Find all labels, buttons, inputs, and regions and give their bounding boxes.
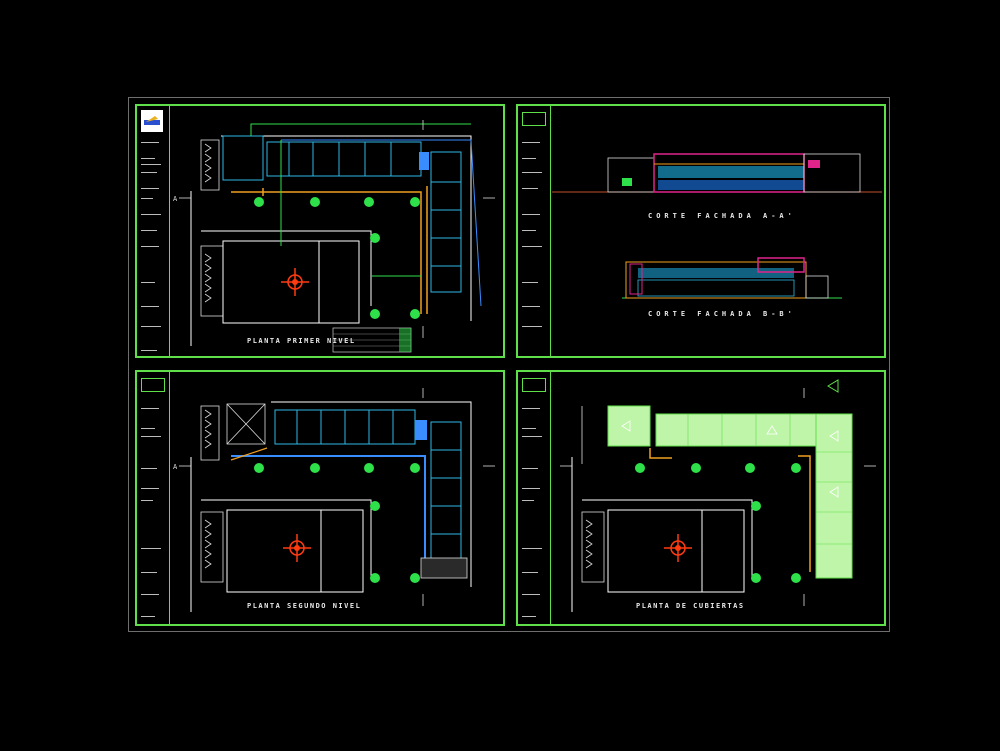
section-marker-icon <box>179 120 495 338</box>
logo-icon <box>522 378 546 392</box>
title-block <box>137 106 170 356</box>
title-block <box>137 372 170 624</box>
roof-plan-drawing <box>560 379 876 612</box>
panel-second-floor[interactable]: A PLANTA SEGUNDO NIVEL <box>135 370 505 626</box>
title-block <box>518 372 551 624</box>
title-block <box>518 106 551 356</box>
marker-a: A <box>173 195 178 203</box>
panel-sections[interactable]: CORTE FACHADA A-A' CORTE FACHADA B-B' <box>516 104 886 358</box>
floor-plan-drawing: A <box>173 120 495 353</box>
section-caption-b: CORTE FACHADA B-B' <box>648 310 796 318</box>
marker-a: A <box>173 463 178 471</box>
plan-caption: PLANTA PRIMER NIVEL <box>247 337 356 345</box>
tree-icon <box>254 463 420 583</box>
tree-icon <box>635 463 801 583</box>
panel-first-floor[interactable]: A PLANTA PRIMER NIVEL <box>135 104 505 358</box>
section-caption-a: CORTE FACHADA A-A' <box>648 212 796 220</box>
section-marker-icon <box>179 388 495 606</box>
sheet-frame <box>128 97 890 632</box>
north-arrow-icon <box>827 379 839 393</box>
logo-icon <box>141 378 165 392</box>
plan-caption: PLANTA DE CUBIERTAS <box>636 602 745 610</box>
floor-plan-drawing: A <box>173 388 495 612</box>
plan-caption: PLANTA SEGUNDO NIVEL <box>247 602 362 610</box>
logo-icon <box>141 110 163 132</box>
section-marker-icon <box>560 388 876 606</box>
tree-icon <box>254 197 420 319</box>
panel-roof[interactable]: PLANTA DE CUBIERTAS <box>516 370 886 626</box>
logo-icon <box>522 112 546 126</box>
section-drawings <box>552 153 882 299</box>
